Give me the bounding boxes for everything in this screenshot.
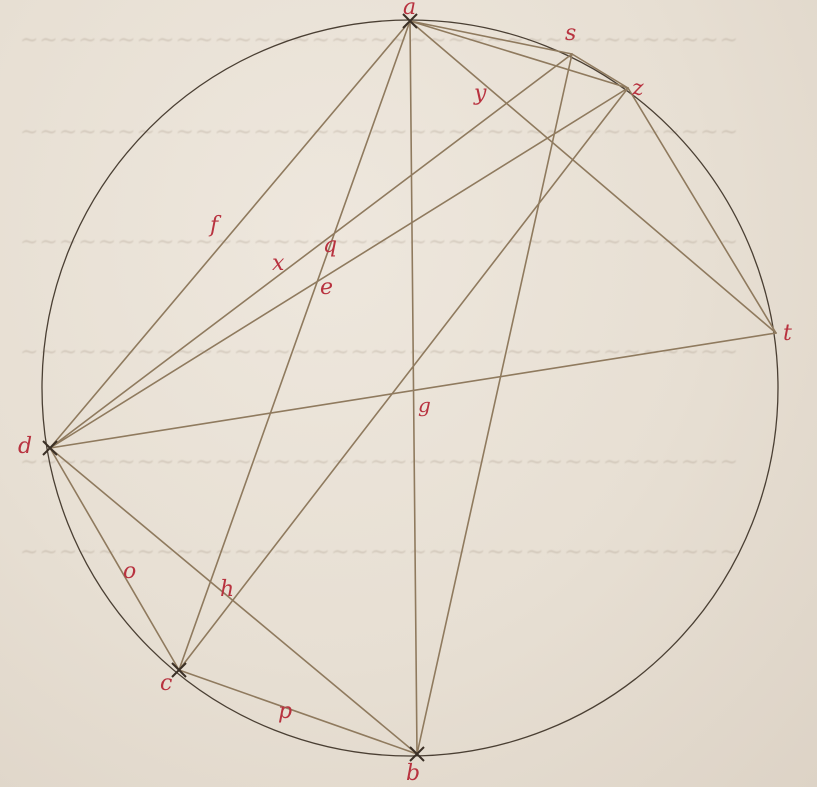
chord-dt (49, 332, 777, 449)
label-d: d (18, 434, 32, 459)
vertex-mark-b (409, 746, 425, 762)
chord-zt (627, 87, 777, 334)
vertex-mark-a (402, 13, 418, 29)
chord-az (409, 20, 629, 89)
chord-sb (416, 53, 573, 755)
vertex-marks (42, 13, 425, 762)
vertex-mark-c (171, 662, 187, 678)
chord-sz (571, 53, 629, 89)
chord-ad (49, 20, 411, 449)
chord-at (409, 20, 777, 334)
label-a: a (403, 0, 416, 20)
chord-as (409, 20, 573, 55)
label-y: y (473, 81, 487, 106)
chord-cz (178, 87, 629, 671)
chord-dc (49, 447, 180, 671)
label-e: e (320, 275, 333, 300)
chords-group (49, 20, 777, 755)
vertex-mark-d (42, 440, 58, 456)
chord-ds (49, 53, 573, 449)
label-t: t (783, 321, 792, 346)
label-z: z (631, 76, 644, 101)
chord-ab (409, 20, 418, 755)
label-q: q (323, 233, 337, 258)
label-h: h (220, 577, 234, 602)
label-s: s (565, 21, 576, 46)
label-f: f (208, 213, 222, 238)
label-c: c (160, 671, 172, 696)
chord-ac (178, 20, 411, 671)
label-b: b (406, 761, 420, 786)
chord-db (49, 447, 418, 755)
circle (41, 19, 779, 757)
chord-cb (178, 669, 418, 755)
label-x: x (272, 251, 285, 276)
chord-dz (49, 87, 629, 449)
label-g: g (418, 393, 431, 417)
label-p: p (278, 699, 292, 724)
label-o: o (123, 559, 136, 584)
